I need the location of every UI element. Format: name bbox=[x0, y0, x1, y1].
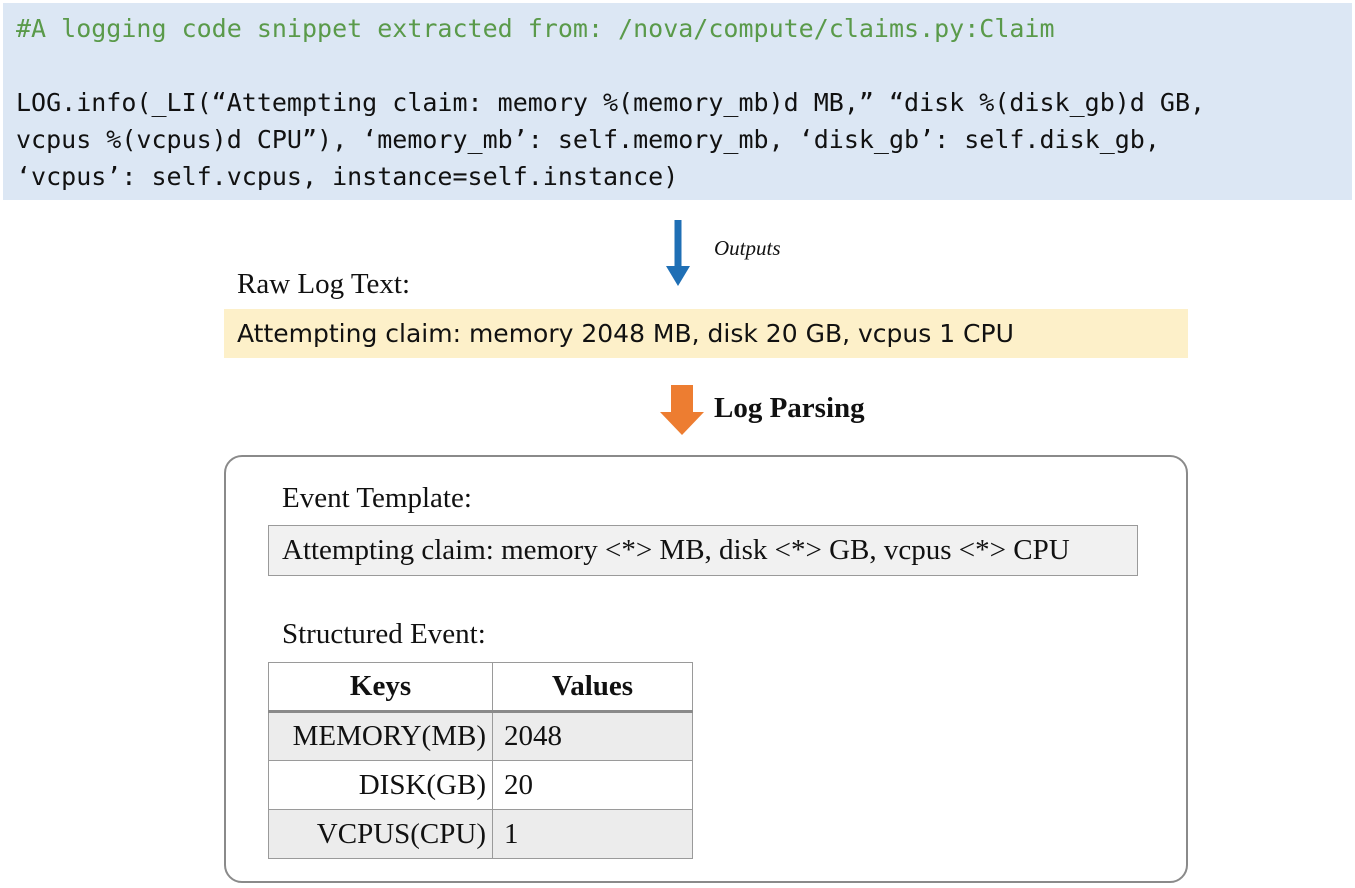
raw-log-label: Raw Log Text: bbox=[237, 268, 411, 300]
log-parsing-label: Log Parsing bbox=[714, 392, 865, 424]
code-line-3: ‘vcpus’: self.vcpus, instance=self.insta… bbox=[16, 162, 679, 191]
row-key: DISK(GB) bbox=[268, 760, 493, 810]
code-line-1: LOG.info(_LI(“Attempting claim: memory %… bbox=[16, 88, 1206, 117]
row-value: 20 bbox=[492, 760, 693, 810]
log-parsing-arrow-icon bbox=[660, 385, 704, 435]
outputs-label: Outputs bbox=[714, 236, 781, 260]
code-comment: #A logging code snippet extracted from: … bbox=[16, 14, 1055, 43]
row-value: 1 bbox=[492, 809, 693, 859]
parsing-result-panel bbox=[224, 455, 1188, 883]
row-key: VCPUS(CPU) bbox=[268, 809, 493, 859]
outputs-arrow-icon bbox=[666, 220, 690, 286]
code-snippet-block: #A logging code snippet extracted from: … bbox=[3, 3, 1352, 200]
table-row: DISK(GB) 20 bbox=[268, 760, 693, 810]
table-row: VCPUS(CPU) 1 bbox=[268, 809, 693, 859]
code-blank-line bbox=[16, 47, 1339, 84]
raw-log-text: Attempting claim: memory 2048 MB, disk 2… bbox=[224, 309, 1188, 358]
table-header-row: Keys Values bbox=[268, 662, 693, 713]
event-template-text: Attempting claim: memory <*> MB, disk <*… bbox=[268, 525, 1138, 576]
structured-event-label: Structured Event: bbox=[282, 618, 486, 650]
row-key: MEMORY(MB) bbox=[268, 711, 493, 761]
code-line-2: vcpus %(vcpus)d CPU”), ‘memory_mb’: self… bbox=[16, 125, 1160, 154]
row-value: 2048 bbox=[492, 711, 693, 761]
keys-header: Keys bbox=[268, 662, 493, 713]
event-template-label: Event Template: bbox=[282, 482, 472, 514]
table-row: MEMORY(MB) 2048 bbox=[268, 711, 693, 761]
structured-event-table: Keys Values MEMORY(MB) 2048 DISK(GB) 20 … bbox=[268, 662, 693, 859]
values-header: Values bbox=[492, 662, 693, 713]
